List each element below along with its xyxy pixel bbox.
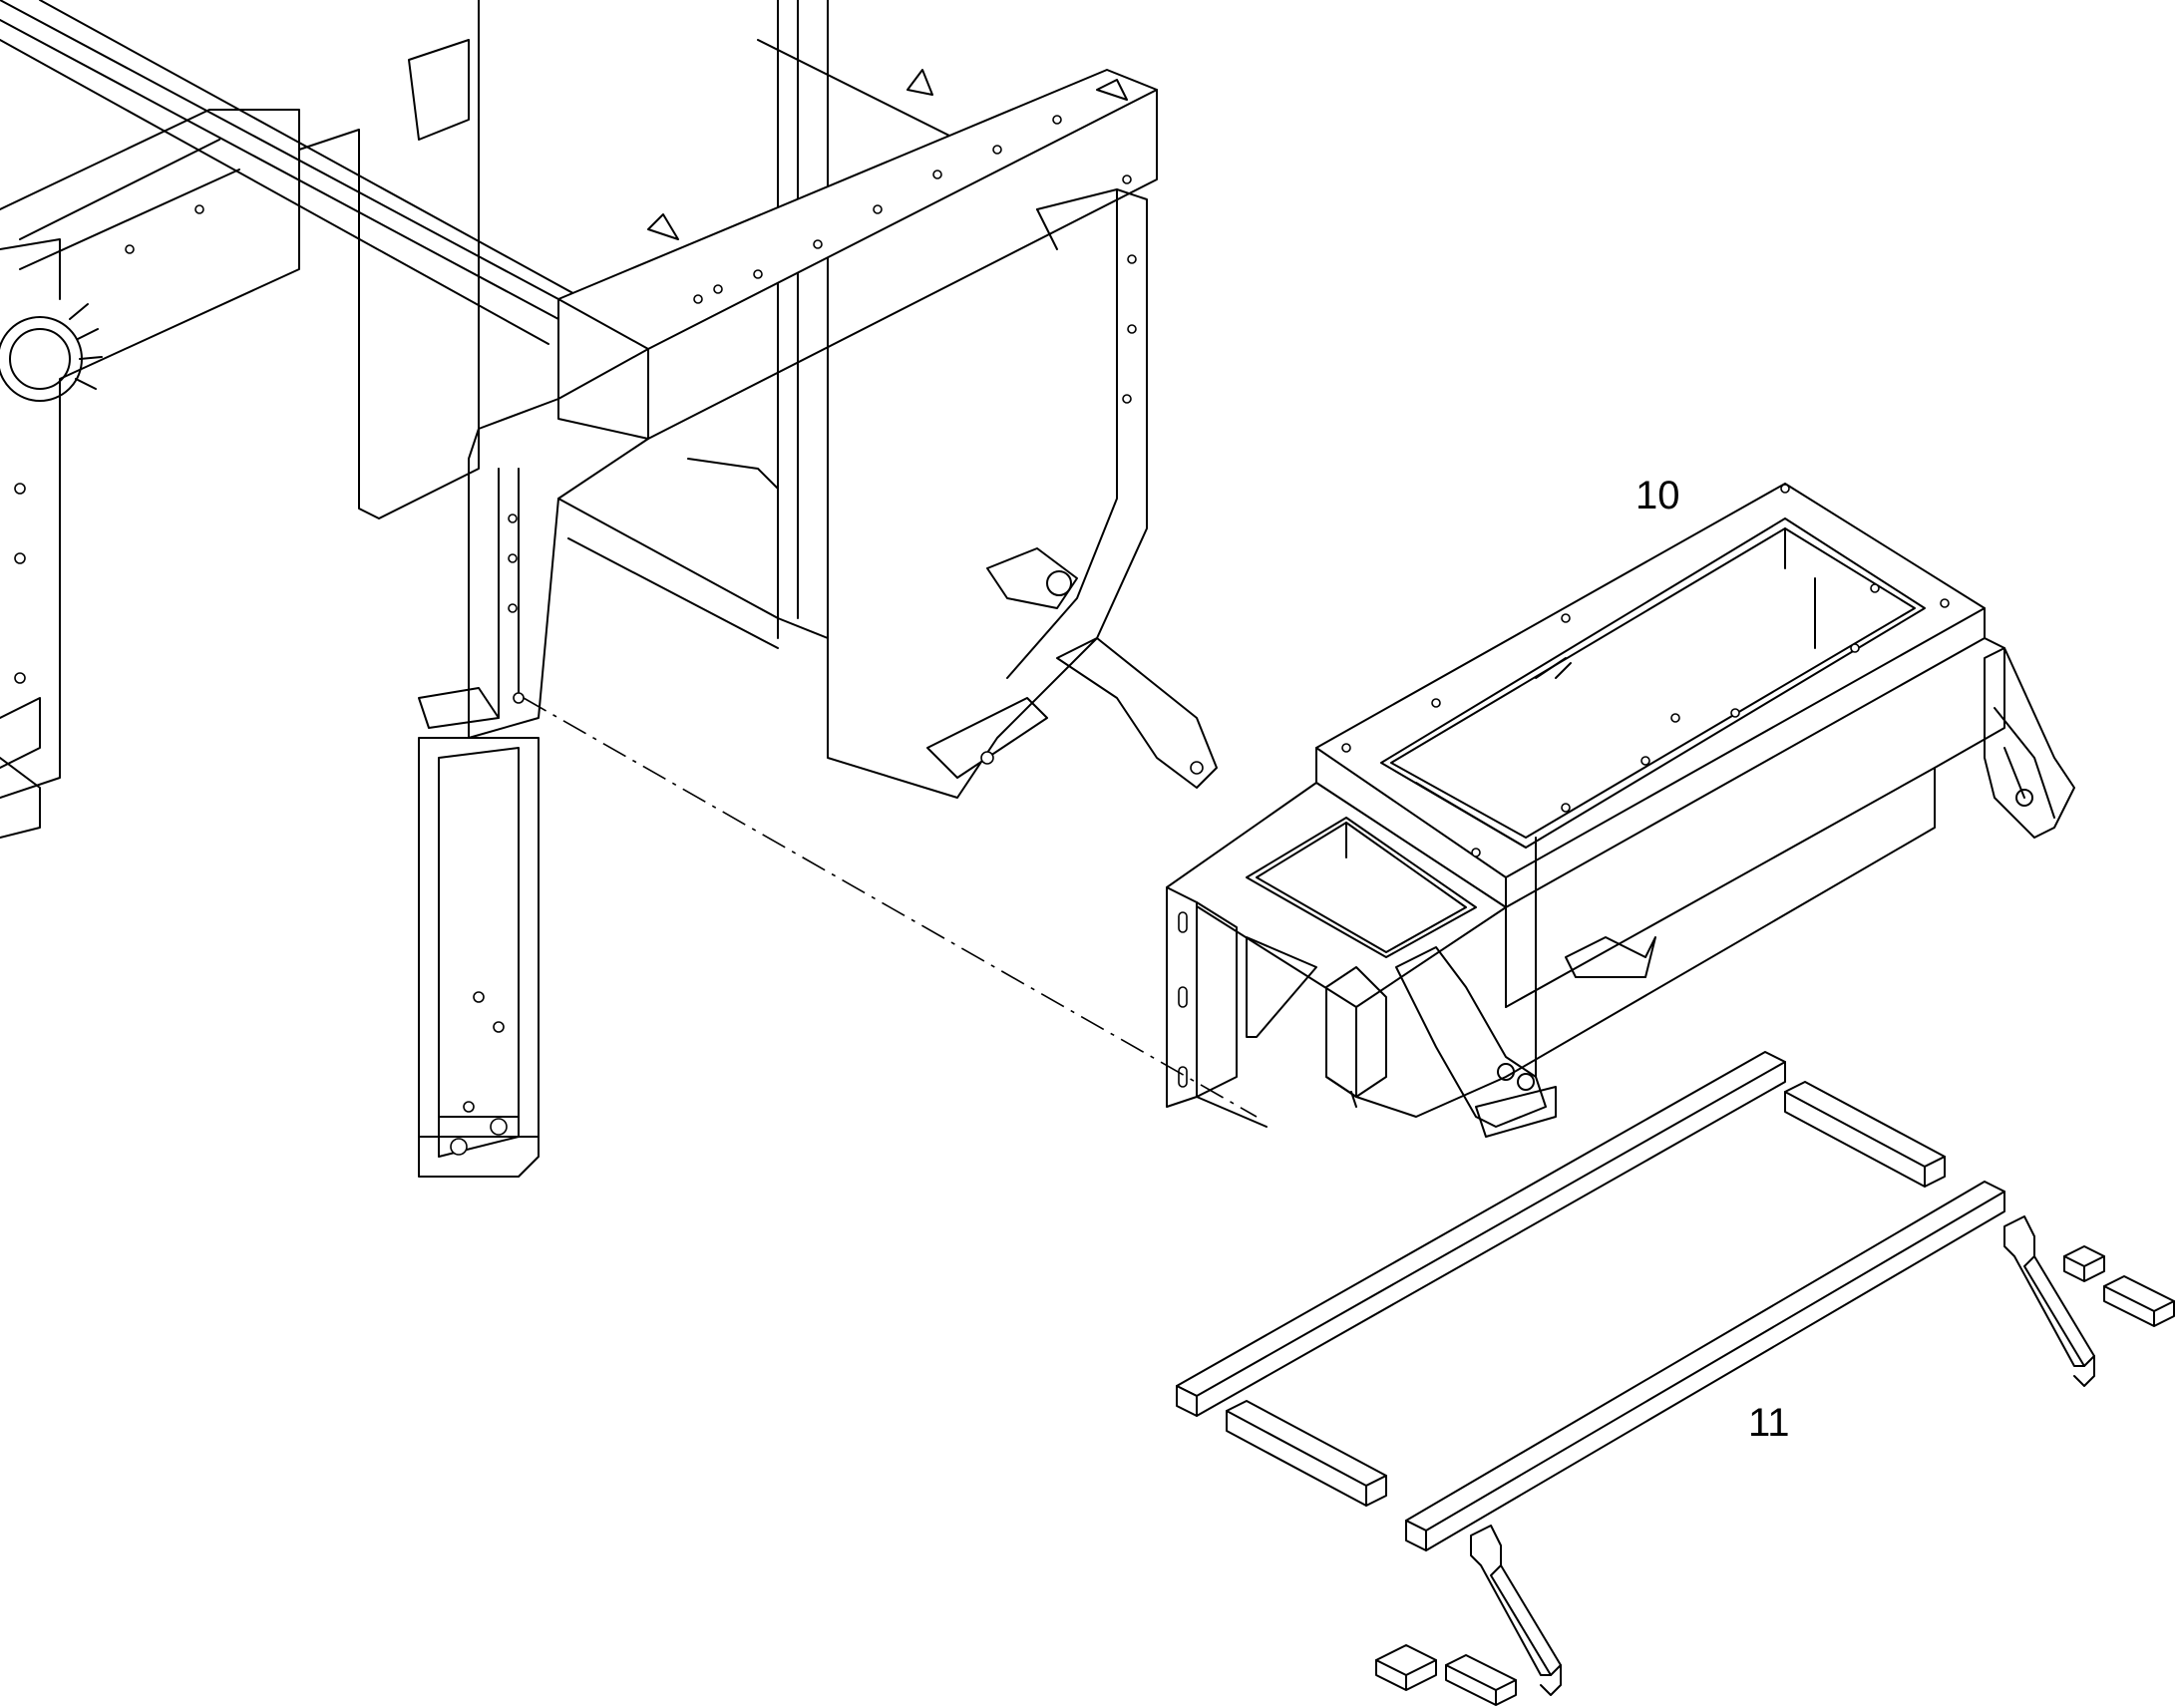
callout-10: 10	[1635, 474, 1680, 517]
main-frame	[0, 0, 1218, 1178]
alignment-line	[523, 697, 1258, 1118]
assembly-10	[1166, 483, 2075, 1138]
pad-set-11	[1176, 1051, 2175, 1706]
callout-11: 11	[1748, 1401, 1790, 1445]
